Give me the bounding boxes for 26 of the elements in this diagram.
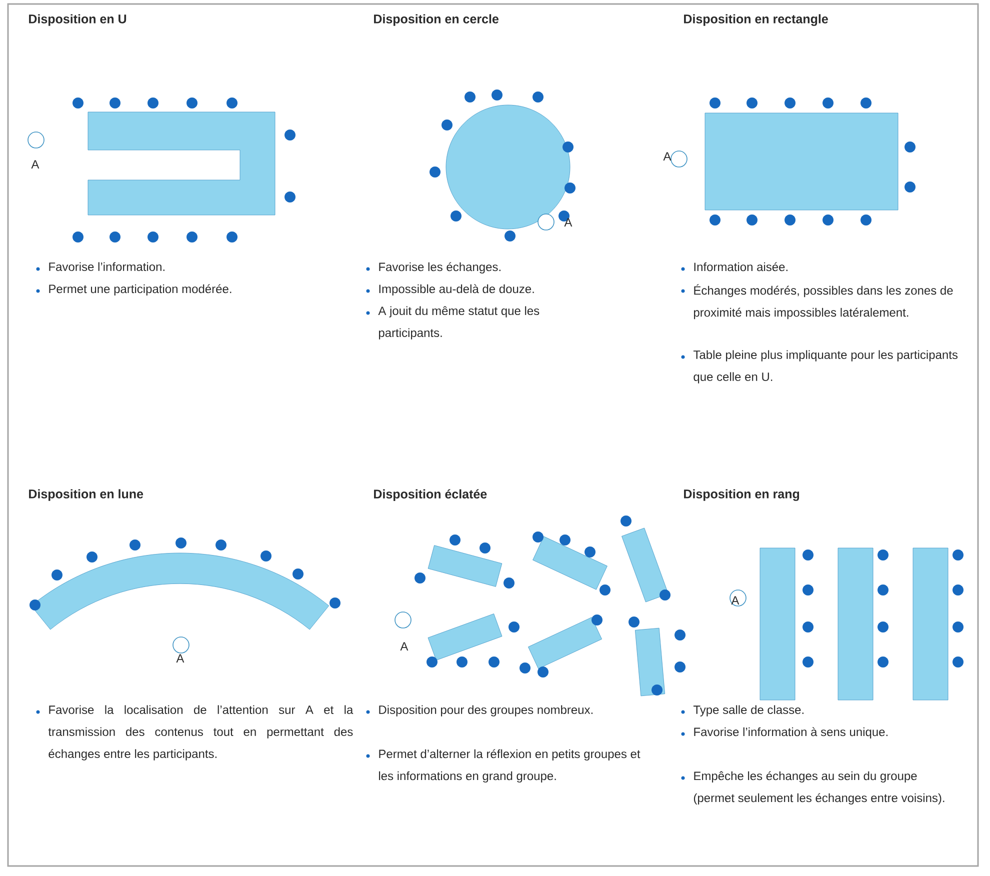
bullet-item: A jouit du même statut que les participants.: [366, 306, 540, 340]
seat-letter: A: [31, 160, 40, 168]
bullet-item: Empêche les échanges au sein du groupe (permet seulement les échanges entre voisins).: [681, 771, 944, 805]
panel-heading: Disposition en cercle: [374, 14, 498, 26]
panel-heading: Disposition en lune: [29, 489, 144, 501]
bullet-item: Permet d’alterner la réflexion en petits groupes et les informations en grand groupe.: [366, 749, 640, 783]
bullet-item: Favorise les échanges.: [366, 262, 500, 274]
bullet-item: Disposition pour des groupes nombreux.: [366, 705, 593, 716]
bullet-item: Type salle de classe.: [681, 705, 804, 716]
seat-letter: A: [663, 152, 672, 160]
seat-letter: A: [400, 642, 408, 650]
bullet-item: Favorise l’information.: [36, 262, 164, 271]
bullet-item: Table pleine plus impliquante pour les participants que celle en U.: [681, 350, 958, 384]
bullet-item: Échanges modérés, possibles dans les zones de proximité mais impossibles latéralement.: [681, 284, 953, 320]
seat-letter: A: [731, 596, 740, 604]
bullet-item: Impossible au-delà de douze.: [366, 284, 534, 296]
seat-letter: A: [176, 654, 184, 662]
bullet-item: Favorise l’information à sens unique.: [681, 727, 888, 739]
bullet-item: Favorise la localisation de l’attention sur A et la transmission des contenus tout en permettant des échanges entre les participants.: [36, 705, 354, 760]
panel-heading: Disposition en rang: [684, 489, 800, 501]
panel-heading: Disposition en rectangle: [684, 14, 828, 26]
panel-heading: Disposition éclatée: [374, 489, 487, 501]
panel-heading: Disposition en U: [29, 14, 126, 26]
bullet-item: Permet une participation modérée.: [36, 284, 232, 296]
bullet-item: Information aisée.: [681, 262, 788, 272]
seat-letter: A: [564, 218, 572, 226]
